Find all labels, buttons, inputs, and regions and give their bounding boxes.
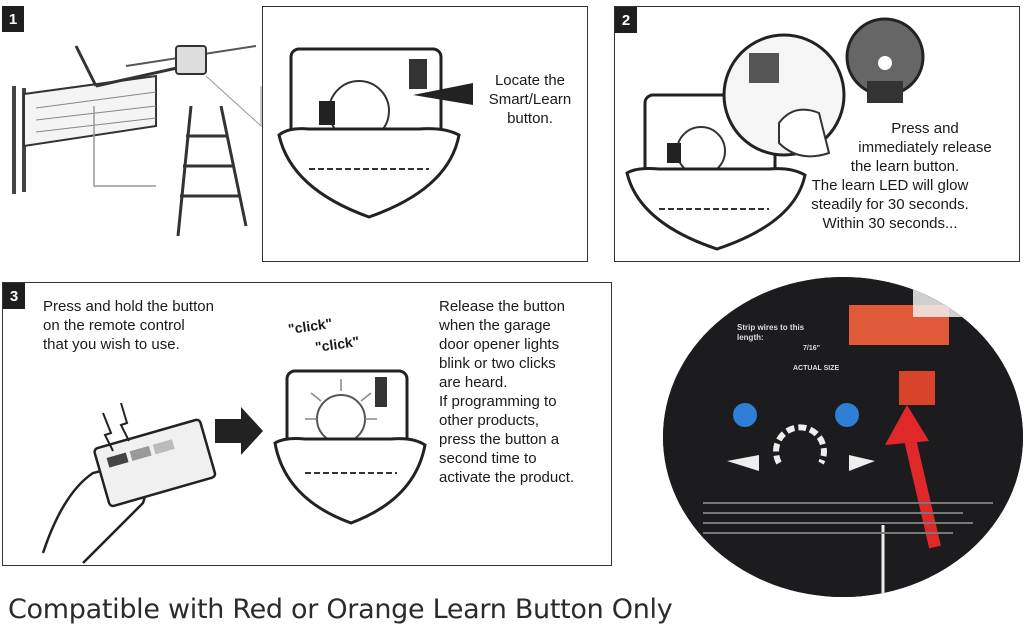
caption-line: other products, (439, 412, 540, 429)
caption-line: on the remote control (43, 317, 185, 334)
click-sound-2: "click" (314, 332, 361, 356)
opener-with-zoom-illustration (625, 17, 925, 251)
caption-line: Smart/Learn (488, 91, 572, 108)
step-1-inset: Locate the Smart/Learn button. (262, 6, 588, 262)
caption-line: door opener lights (439, 336, 560, 353)
click-sound-1: "click" (287, 314, 334, 338)
caption-line: Press and hold the button (43, 298, 214, 315)
step-2-panel: 2 Press and immediately release the lear… (614, 6, 1020, 262)
step-number: 3 (3, 283, 25, 309)
garage-ladder-illustration (12, 45, 262, 237)
caption-line: If programming to (439, 393, 557, 410)
step-3-left-caption: Press and hold the button on the remote … (43, 297, 273, 354)
caption-line: blink or two clicks (439, 355, 556, 372)
right-arrow-icon (215, 407, 263, 455)
step-2-caption: Press and immediately release the learn … (765, 119, 1015, 233)
photo-size-label: 7/16" (803, 345, 820, 352)
caption-line: that you wish to use. (43, 336, 180, 353)
caption-line: steadily for 30 seconds. (811, 196, 969, 213)
opener-light-illustration (277, 47, 461, 219)
caption-line: button. (507, 110, 553, 127)
opener-light-blink-illustration (273, 369, 427, 525)
caption-line: Within 30 seconds... (822, 215, 958, 232)
caption-line: Release the button (439, 298, 565, 315)
caption-line: when the garage (439, 317, 551, 334)
step-1-caption: Locate the Smart/Learn button. (475, 71, 585, 128)
learn-button-photo: Strip wires to this length: 7/16" ACTUAL… (663, 277, 1023, 597)
caption-line: are heard. (439, 374, 508, 391)
photo-content (663, 277, 1023, 597)
caption-line: press the button a (439, 431, 560, 448)
step-3-right-caption: Release the button when the garage door … (439, 297, 609, 487)
step-1-panel: 1 Locate the Smart/Learn button. (2, 6, 588, 262)
step-number: 2 (615, 7, 637, 33)
caption-line: Press and (891, 120, 959, 137)
hand-remote-illustration (41, 402, 217, 564)
step-number: 1 (2, 6, 24, 32)
pointer-arrow (413, 83, 473, 105)
caption-line: the learn button. (850, 158, 960, 175)
photo-strip-label: Strip wires to this length: (737, 323, 805, 342)
compatibility-note: Compatible with Red or Orange Learn Butt… (8, 594, 673, 625)
photo-actual-size-label: ACTUAL SIZE (793, 365, 840, 372)
caption-line: activate the product. (439, 469, 575, 486)
step-3-panel: 3 Press and hold the button on the remot… (2, 282, 612, 566)
caption-line: immediately release (858, 139, 992, 156)
caption-line: Locate the (494, 72, 566, 89)
caption-line: second time to (439, 450, 537, 467)
caption-line: The learn LED will glow (811, 177, 969, 194)
